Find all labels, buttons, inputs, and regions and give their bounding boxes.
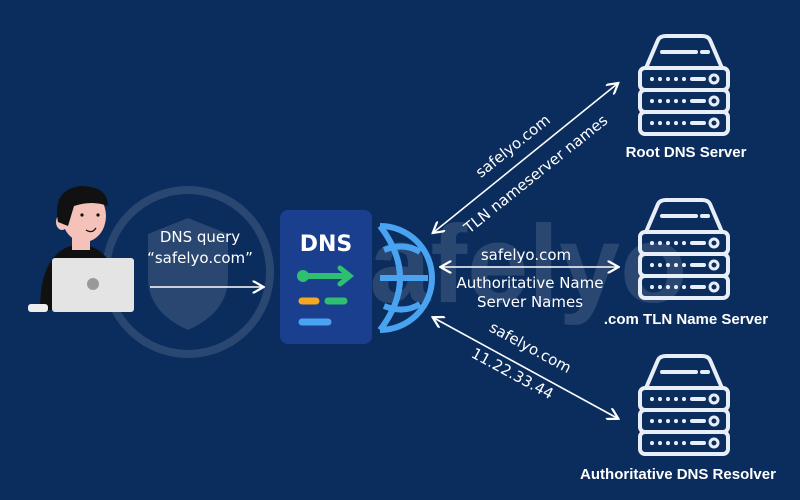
root-server-icon	[640, 36, 728, 134]
user-at-laptop-illustration	[28, 186, 134, 312]
dns-label: DNS	[300, 232, 353, 257]
globe-icon	[377, 223, 435, 333]
query-label-line2: “safelyo.com”	[147, 249, 253, 267]
authoritative-server-label: Authoritative DNS Resolver	[580, 466, 776, 483]
tld-response-line1: Authoritative Name	[457, 274, 604, 292]
root-arrow	[434, 84, 617, 232]
tld-response-line2: Server Names	[477, 293, 583, 311]
tld-request-label: safelyo.com	[481, 246, 571, 264]
authoritative-arrow	[434, 318, 617, 418]
tld-server-label: .com TLN Name Server	[604, 311, 768, 328]
root-server-label: Root DNS Server	[626, 144, 747, 161]
query-label-line1: DNS query	[160, 228, 240, 246]
dns-resolver-icon: DNS	[280, 210, 372, 344]
authoritative-server-icon	[640, 356, 728, 454]
